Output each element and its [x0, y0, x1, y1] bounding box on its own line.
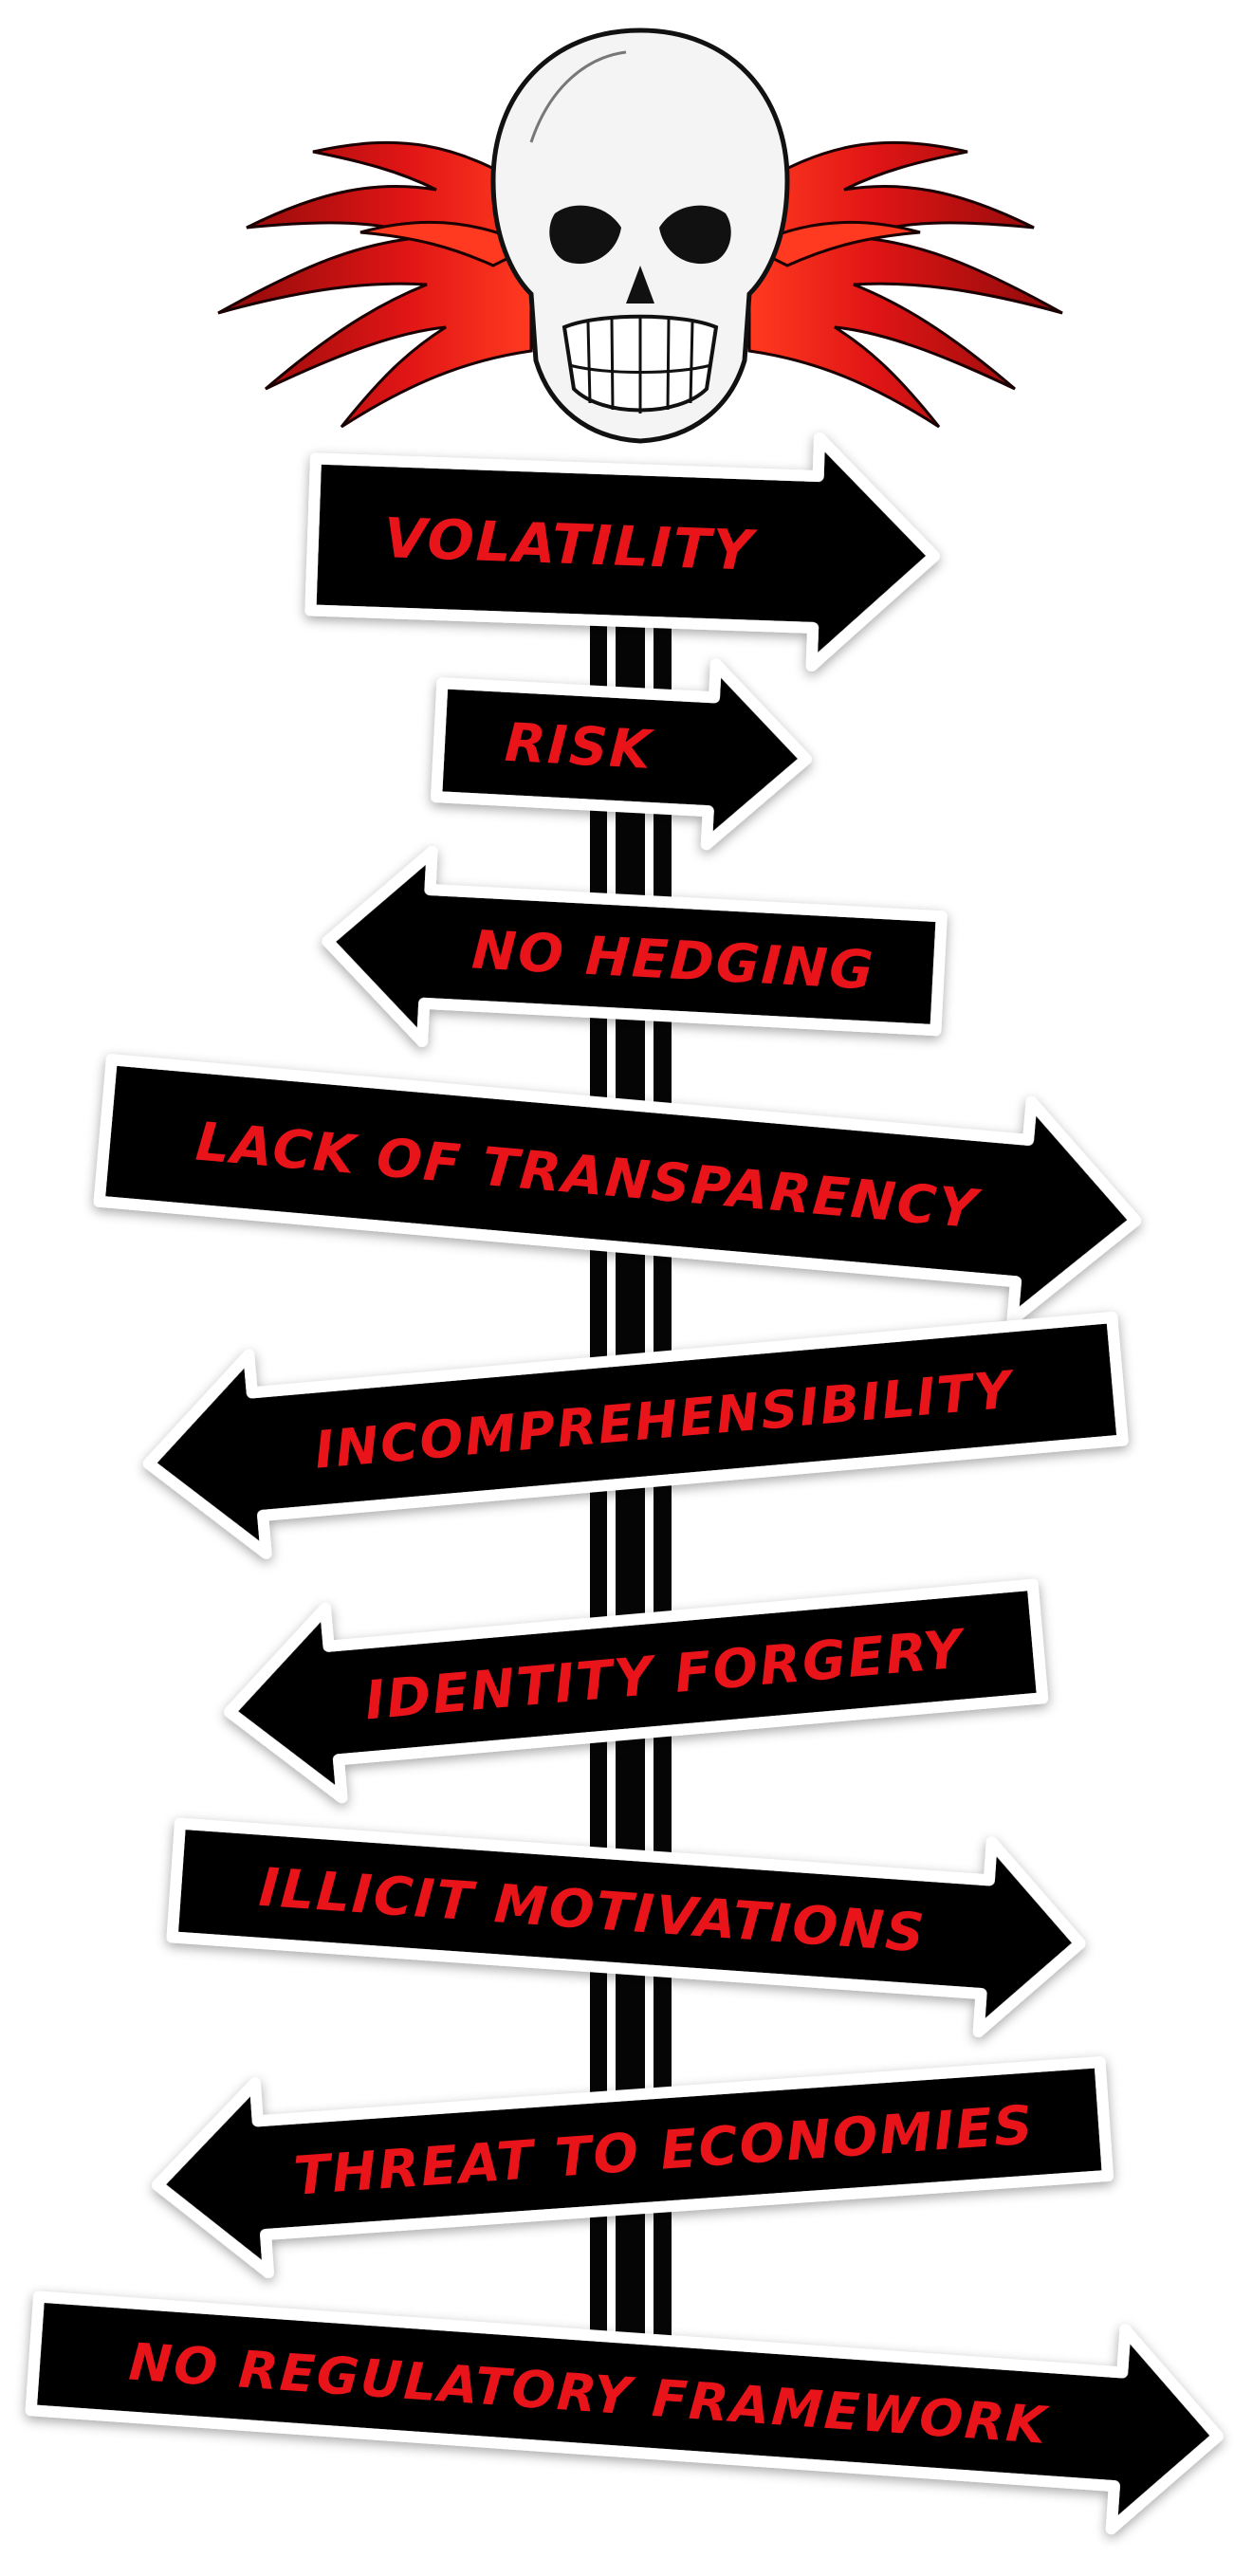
- arrow-right-shape: [431, 658, 812, 851]
- flaming-skull-icon: [217, 28, 1063, 444]
- arrow-left-shape: [152, 2056, 1114, 2278]
- sign-lack-of-transparency: LACK OF TRANSPARENCY: [93, 1054, 1142, 1326]
- arrow-right-shape: [166, 1817, 1086, 2037]
- sign-group: VOLATILITY RISK NO HEDGING LACK OF TRANS…: [25, 432, 1224, 2535]
- sign-identity-forgery: IDENTITY FORGERY: [224, 1578, 1049, 1804]
- arrow-right-shape: [25, 2291, 1224, 2535]
- arrow-left-shape: [224, 1578, 1049, 1804]
- sign-no-hedging: NO HEDGING: [322, 846, 948, 1047]
- skull: [490, 28, 790, 444]
- arrow-right-shape: [93, 1054, 1142, 1326]
- sign-threat-to-economies: THREAT TO ECONOMIES: [152, 2056, 1114, 2278]
- flames-right: [746, 140, 1063, 429]
- sign-no-regulatory-framework: NO REGULATORY FRAMEWORK: [25, 2291, 1224, 2535]
- sign-illicit-motivations: ILLICIT MOTIVATIONS: [166, 1817, 1086, 2037]
- arrow-right-shape: [304, 432, 940, 672]
- sign-label: RISK: [504, 712, 655, 782]
- flames-left: [217, 140, 535, 429]
- sign-incomprehensibility: INCOMPREHENSIBILITY: [142, 1312, 1129, 1559]
- sign-volatility: VOLATILITY: [304, 432, 940, 672]
- sign-risk: RISK: [431, 658, 812, 851]
- sign-label: VOLATILITY: [383, 506, 759, 583]
- arrow-left-shape: [322, 846, 948, 1047]
- arrow-left-shape: [142, 1312, 1129, 1559]
